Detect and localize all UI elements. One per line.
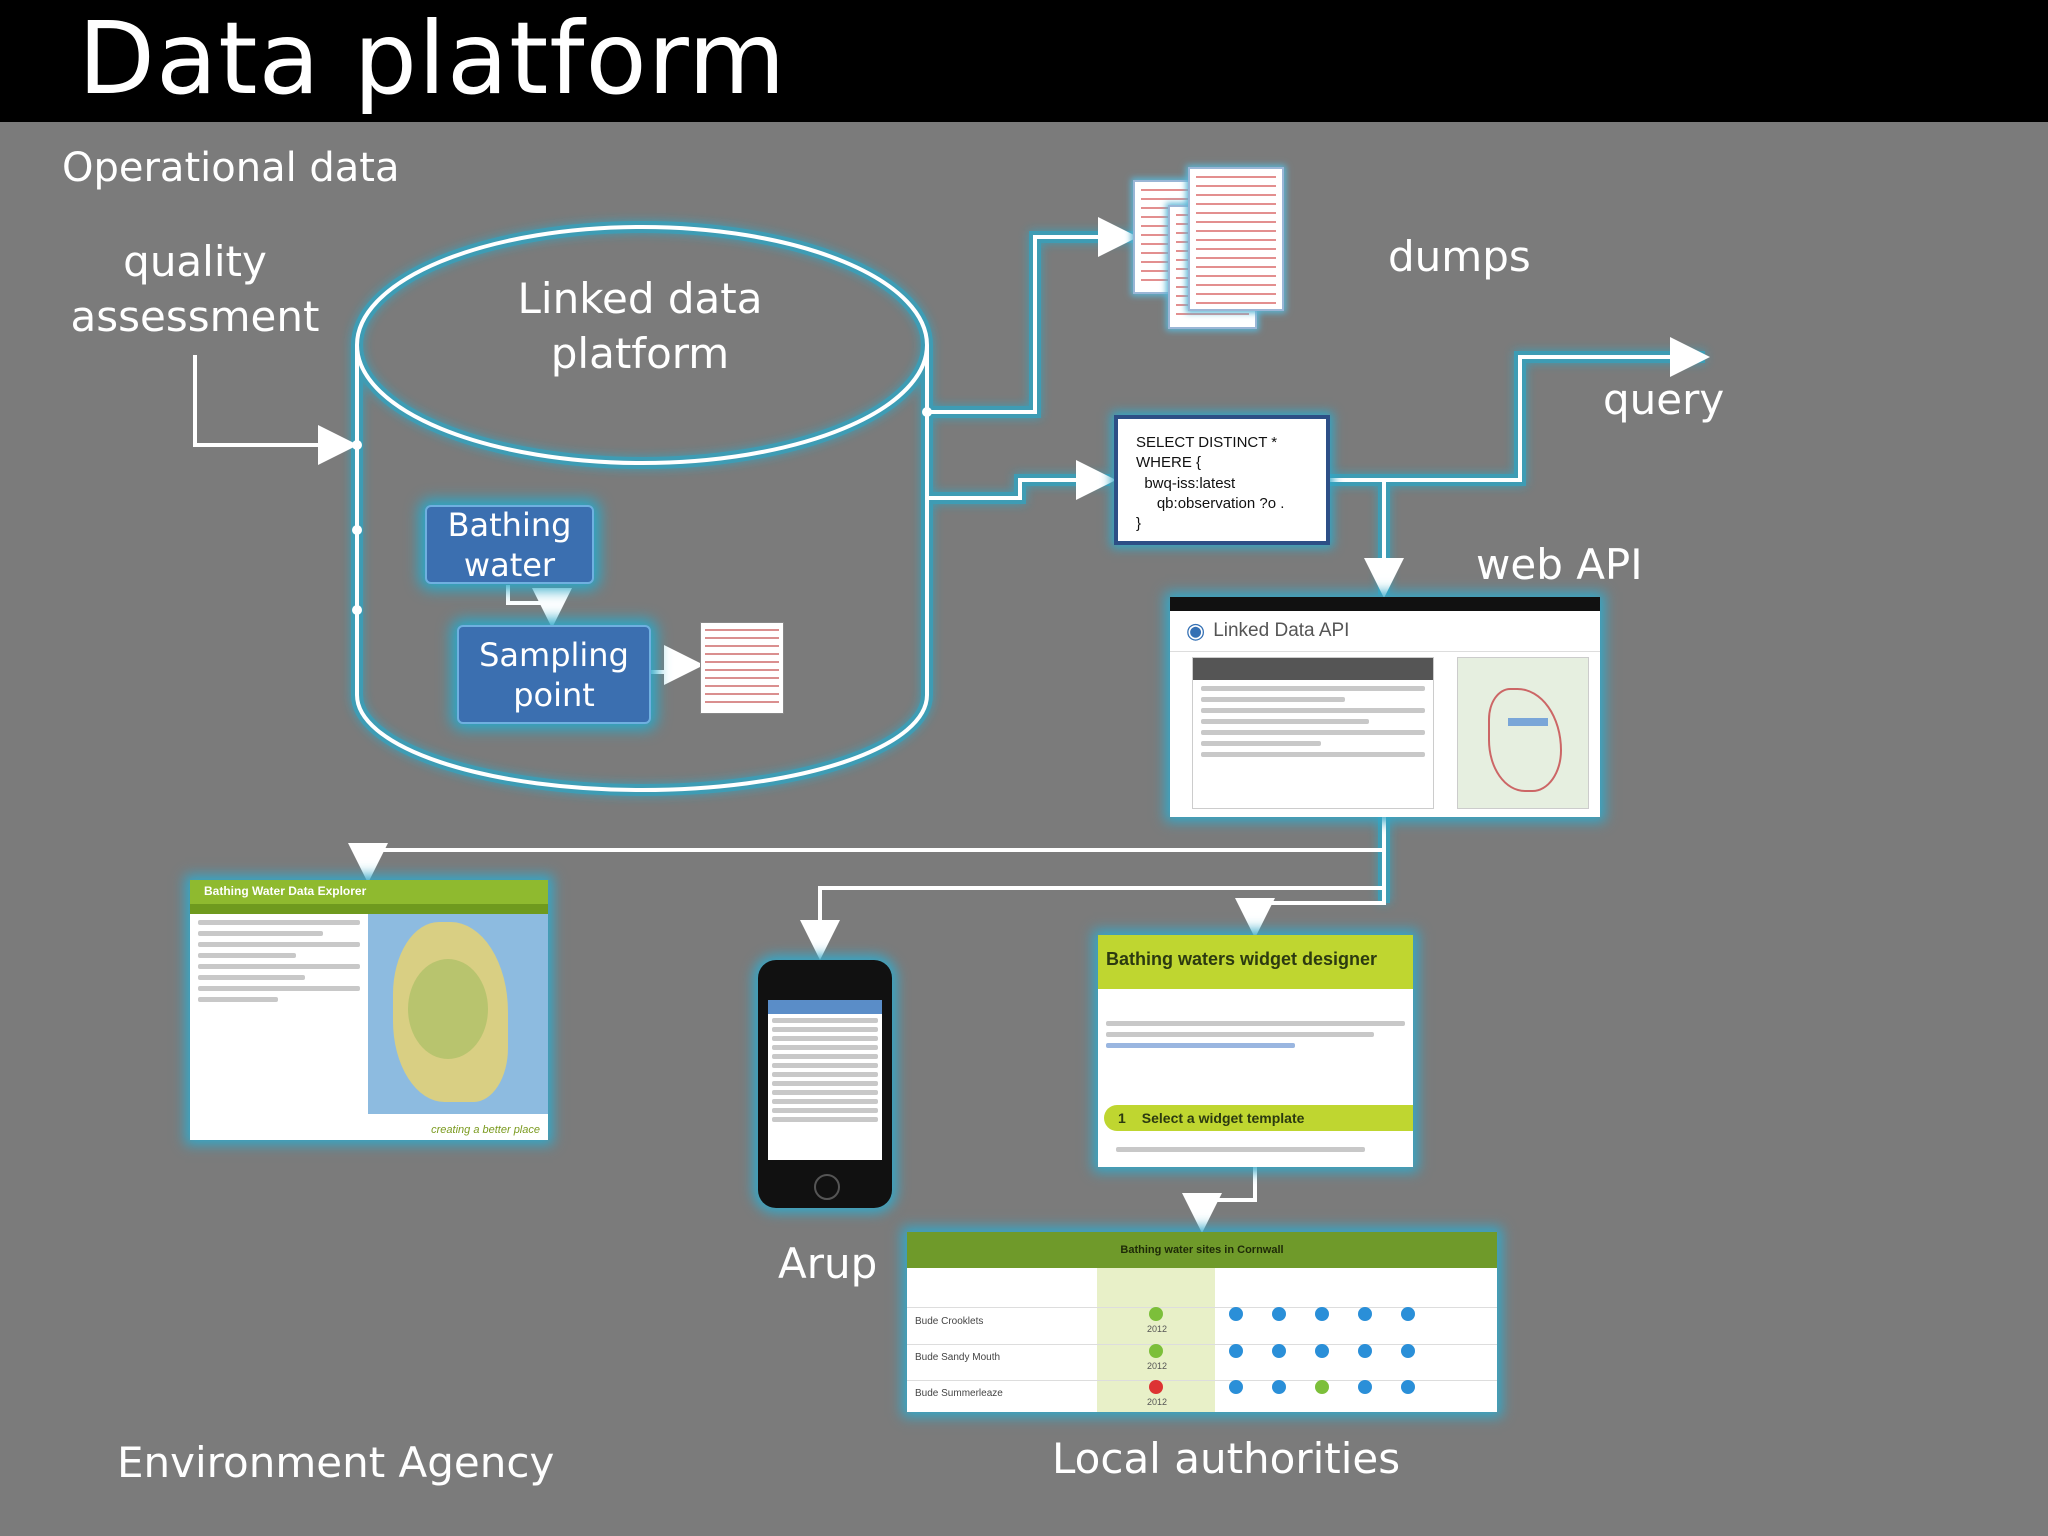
bathing-water-node: Bathing water bbox=[425, 505, 594, 584]
title-bar bbox=[0, 0, 2048, 122]
explorer-footer: creating a better place bbox=[431, 1124, 540, 1136]
weekly-quality-dot bbox=[1272, 1344, 1286, 1358]
sparql-to-query-arrow bbox=[1330, 337, 1710, 482]
widget-to-table-arrow bbox=[1182, 1165, 1257, 1233]
cylinder-body bbox=[355, 345, 929, 792]
dumps-label: dumps bbox=[1388, 232, 1531, 281]
phone-screen bbox=[768, 1000, 882, 1160]
table-year: 2012 bbox=[1147, 1361, 1168, 1371]
cornwall-table-screenshot: Bathing water sites in Cornwall Bude Cro… bbox=[907, 1232, 1497, 1412]
iphone-app bbox=[758, 960, 892, 1208]
annual-quality-dot bbox=[1149, 1344, 1163, 1358]
weekly-quality-dot bbox=[1401, 1380, 1415, 1394]
api-to-explorer-arrow bbox=[348, 815, 1386, 883]
query-label: query bbox=[1603, 375, 1725, 424]
linked-data-api-screenshot: ◉ Linked Data API bbox=[1170, 597, 1600, 817]
sampling-data-document bbox=[700, 622, 784, 714]
widget-title: Bathing waters widget designer bbox=[1098, 935, 1413, 989]
api-to-widget-arrow bbox=[1235, 888, 1386, 938]
widget-step-number: 1 bbox=[1118, 1110, 1126, 1126]
annual-quality-dot bbox=[1149, 1307, 1163, 1321]
home-button bbox=[814, 1174, 840, 1200]
share-icon: ◉ bbox=[1186, 618, 1206, 643]
bathing-water-explorer-screenshot: Bathing Water Data Explorer creating a b… bbox=[190, 880, 548, 1140]
annual-quality-dot bbox=[1149, 1380, 1163, 1394]
table-year: 2012 bbox=[1147, 1324, 1168, 1334]
bathing-to-sampling-arrow bbox=[506, 585, 572, 628]
cylinder-top bbox=[355, 225, 929, 465]
widget-designer-screenshot: Bathing waters widget designer 1 Select … bbox=[1098, 935, 1413, 1167]
map-thumbnail bbox=[1457, 657, 1589, 809]
sampling-point-node: Sampling point bbox=[457, 625, 651, 724]
operational-data-label: Operational data bbox=[62, 145, 400, 191]
environment-agency-label: Environment Agency bbox=[117, 1438, 555, 1487]
weekly-quality-dot bbox=[1315, 1380, 1329, 1394]
sparql-query-box: SELECT DISTINCT * WHERE { bwq-iss:latest… bbox=[1114, 415, 1330, 545]
weekly-quality-dot bbox=[1358, 1307, 1372, 1321]
api-title: Linked Data API bbox=[1213, 620, 1350, 641]
weekly-quality-dot bbox=[1229, 1307, 1243, 1321]
table-row: Bude Crooklets bbox=[915, 1316, 984, 1327]
api-to-arup-arrow bbox=[800, 850, 1386, 960]
table-year: 2012 bbox=[1147, 1397, 1168, 1407]
quality-arrow bbox=[193, 355, 358, 465]
linked-data-platform-label: Linked data platform bbox=[517, 274, 763, 378]
weekly-quality-dot bbox=[1401, 1307, 1415, 1321]
table-row: Bude Summerleaze bbox=[915, 1388, 1003, 1399]
widget-step-label: Select a widget template bbox=[1141, 1110, 1305, 1126]
quality-assessment-label: quality assessment bbox=[70, 237, 320, 341]
arup-label: Arup bbox=[778, 1239, 878, 1288]
query-arrow bbox=[927, 460, 1116, 500]
weekly-quality-dot bbox=[1272, 1307, 1286, 1321]
weekly-quality-dot bbox=[1401, 1344, 1415, 1358]
england-map bbox=[368, 914, 548, 1114]
sampling-to-doc-arrow bbox=[650, 645, 704, 685]
table-title: Bathing water sites in Cornwall bbox=[907, 1232, 1497, 1268]
weekly-quality-dot bbox=[1229, 1344, 1243, 1358]
weekly-quality-dot bbox=[1315, 1307, 1329, 1321]
dumps-arrow bbox=[927, 217, 1138, 414]
table-row: Bude Sandy Mouth bbox=[915, 1352, 1001, 1363]
page-title: Data platform bbox=[78, 0, 787, 117]
web-api-label: web API bbox=[1476, 540, 1643, 589]
dump-document-3 bbox=[1188, 167, 1284, 311]
explorer-title: Bathing Water Data Explorer bbox=[190, 880, 548, 904]
sampling-point-label: Sampling point bbox=[479, 635, 629, 714]
weekly-quality-dot bbox=[1229, 1380, 1243, 1394]
weekly-quality-dot bbox=[1358, 1344, 1372, 1358]
bathing-water-label: Bathing water bbox=[447, 505, 572, 584]
weekly-quality-dot bbox=[1315, 1344, 1329, 1358]
weekly-quality-dot bbox=[1358, 1380, 1372, 1394]
local-authorities-label: Local authorities bbox=[1052, 1434, 1401, 1483]
weekly-quality-dot bbox=[1272, 1380, 1286, 1394]
